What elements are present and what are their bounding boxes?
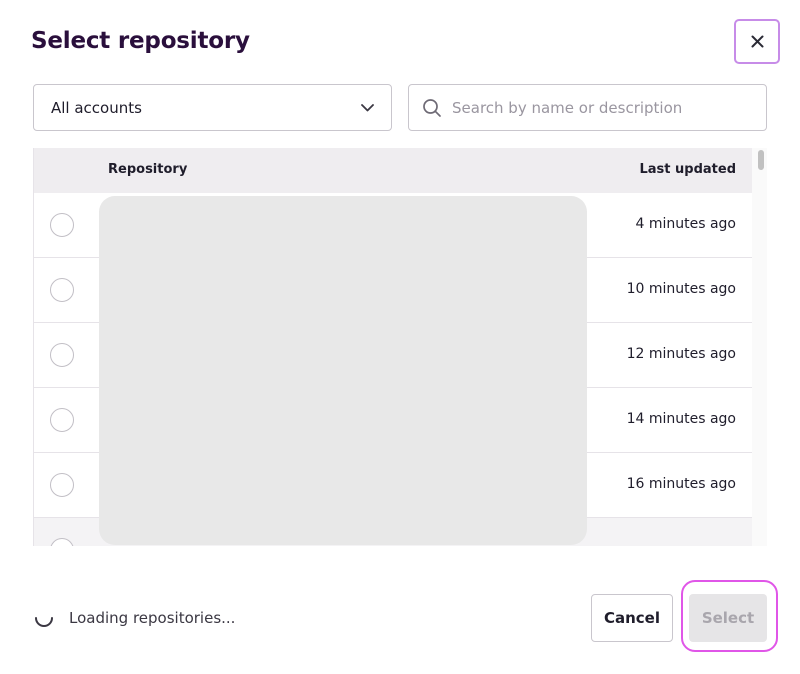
search-field[interactable] (408, 84, 767, 131)
row-radio[interactable] (50, 408, 74, 432)
search-input[interactable] (452, 98, 742, 117)
row-radio[interactable] (50, 538, 74, 546)
select-button-focus-ring (681, 580, 778, 652)
row-radio[interactable] (50, 213, 74, 237)
column-header-repository: Repository (108, 162, 188, 177)
column-header-last-updated: Last updated (639, 162, 736, 177)
select-button[interactable]: Select (689, 594, 767, 642)
row-last-updated: 12 minutes ago (626, 346, 736, 362)
account-select[interactable]: All accounts (33, 84, 392, 131)
search-icon (423, 98, 441, 117)
account-select-value: All accounts (51, 98, 142, 117)
row-last-updated: 14 minutes ago (626, 411, 736, 427)
scrollbar-thumb[interactable] (758, 150, 764, 170)
dialog-title: Select repository (31, 28, 250, 54)
row-radio[interactable] (50, 343, 74, 367)
close-button[interactable] (734, 19, 780, 64)
chevron-down-icon (361, 103, 374, 111)
row-last-updated: 4 minutes ago (635, 216, 736, 232)
repository-table: Repository Last updated 4 minutes ago 10… (33, 148, 767, 546)
row-radio[interactable] (50, 278, 74, 302)
row-last-updated: 16 minutes ago (626, 476, 736, 492)
row-radio[interactable] (50, 473, 74, 497)
loading-status: Loading repositories... (69, 609, 236, 627)
cancel-button[interactable]: Cancel (591, 594, 673, 642)
close-icon (751, 35, 763, 48)
spinner-icon (35, 617, 53, 627)
loading-skeleton (99, 196, 587, 545)
row-last-updated: 10 minutes ago (626, 281, 736, 297)
table-scrollbar[interactable] (752, 148, 767, 546)
table-header: Repository Last updated (34, 148, 752, 193)
